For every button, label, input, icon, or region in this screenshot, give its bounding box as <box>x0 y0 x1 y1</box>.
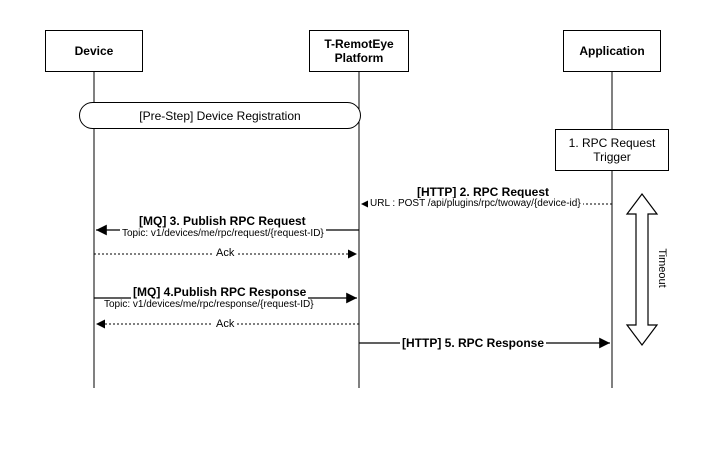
rpc-request-trigger-note: 1. RPC Request Trigger <box>555 129 669 171</box>
pre-step-device-registration: [Pre-Step] Device Registration <box>79 102 361 129</box>
msg4-title: [MQ] 4.Publish RPC Response <box>131 285 309 299</box>
msg4-subtitle: Topic: v1/devices/me/rpc/response/{reque… <box>102 299 316 311</box>
msg2-subtitle: URL : POST /api/plugins/rpc/twoway/{devi… <box>368 198 583 210</box>
device-participant: Device <box>45 30 143 72</box>
msg3-title: [MQ] 3. Publish RPC Request <box>137 214 308 228</box>
platform-participant: T-RemotEye Platform <box>309 30 409 72</box>
ack2-label: Ack <box>213 318 238 330</box>
timeout-label: Timeout <box>656 248 668 288</box>
ack1-label: Ack <box>213 247 238 259</box>
msg5-title: [HTTP] 5. RPC Response <box>400 336 547 350</box>
msg2-title: [HTTP] 2. RPC Request <box>415 185 552 199</box>
timeout-double-arrow <box>625 193 659 346</box>
msg3-subtitle: Topic: v1/devices/me/rpc/request/{reques… <box>120 228 326 240</box>
application-participant: Application <box>563 30 661 72</box>
